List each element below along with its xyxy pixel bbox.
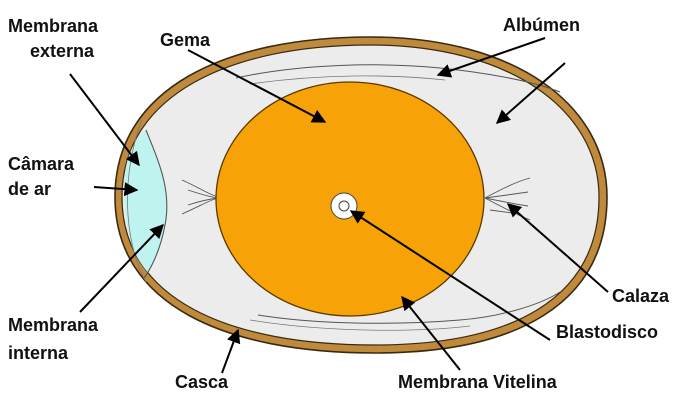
label-casca: Casca xyxy=(175,370,228,395)
label-membrana-vitelina: Membrana Vitelina xyxy=(398,370,557,395)
label-gema: Gema xyxy=(160,28,210,53)
label-albumen: Albúmen xyxy=(503,13,580,38)
arrow-membrana-externa xyxy=(70,74,139,165)
label-membrana-externa-line1: Membrana xyxy=(8,14,98,39)
arrow-casca xyxy=(222,330,238,373)
label-calaza: Calaza xyxy=(612,284,669,309)
label-camara-de-ar-line1: Câmara xyxy=(8,152,74,177)
label-blastodisco: Blastodisco xyxy=(556,320,658,345)
label-membrana-externa-line2: externa xyxy=(30,39,94,64)
label-membrana-interna-line1: Membrana xyxy=(8,313,98,338)
label-camara-de-ar-line2: de ar xyxy=(8,177,51,202)
blastodisc-inner xyxy=(339,201,349,211)
label-membrana-interna-line2: interna xyxy=(8,341,68,366)
